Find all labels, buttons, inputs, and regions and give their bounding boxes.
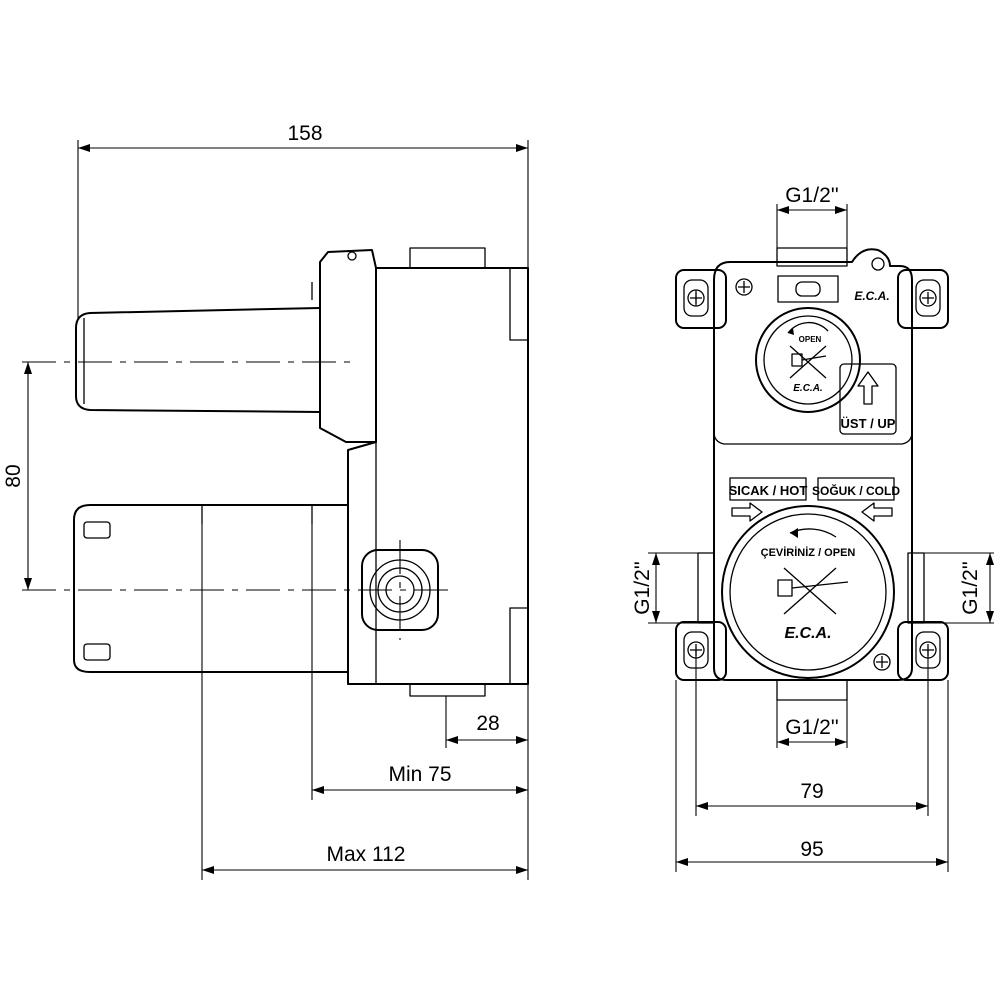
front-plate: [713, 248, 913, 681]
left-pipe: [697, 552, 715, 624]
up-indicator: ÜST / UP: [839, 363, 897, 435]
dim-158-label: 158: [287, 122, 322, 145]
cap-tab-bottom: [83, 643, 111, 661]
dim-80-label: 80: [2, 464, 25, 487]
plate-divider: [713, 431, 913, 445]
bottom-pipe: [776, 679, 848, 701]
upper-collar: [319, 249, 377, 443]
min-wall-marker: [306, 504, 318, 524]
dim-thread-right-label: G1/2'': [959, 561, 982, 615]
hot-label-box: [729, 477, 807, 501]
main-cartridge: ÇEVİRİNİZ / OPEN E.C.A.: [721, 505, 895, 679]
cold-arrow: [861, 502, 893, 522]
turn-open-label: ÇEVİRİNİZ / OPEN: [761, 546, 856, 559]
dim-max112-label: Max 112: [327, 843, 406, 866]
dim-thread-left-label: G1/2'': [631, 561, 654, 615]
mount-ears-top: [675, 269, 949, 329]
dim-95-label: 95: [800, 838, 823, 861]
hot-label: SICAK / HOT: [729, 483, 808, 498]
cold-label: SOĞUK / COLD: [812, 483, 900, 498]
screw-head: [347, 251, 357, 261]
top-latch: [777, 275, 839, 303]
hot-arrow: [731, 502, 763, 522]
open-label-small: OPEN: [799, 335, 822, 344]
bottom-port: [409, 684, 486, 697]
mount-ears-bottom: [675, 621, 949, 681]
top-port: [409, 247, 486, 268]
brand-logo-small: E.C.A.: [793, 383, 822, 394]
right-pipe: [907, 552, 925, 624]
dim-79-label: 79: [800, 780, 823, 803]
dim-thread-top-label: G1/2'': [785, 184, 839, 207]
lower-cap: [73, 504, 349, 673]
cold-label-box: [817, 477, 895, 501]
rear-bracket-top: [509, 268, 528, 341]
upper-handle: [75, 307, 321, 413]
cap-tab-top: [83, 521, 111, 539]
dim-28-label: 28: [476, 712, 499, 735]
max-wall-marker: [196, 504, 208, 524]
brand-logo-large: E.C.A.: [784, 625, 831, 642]
dim-min75-label: Min 75: [388, 763, 451, 786]
latch-knob: [795, 281, 821, 297]
side-view: 158 80 28 Min 75 Max 112: [2, 122, 529, 880]
brand-logo-top: E.C.A.: [854, 289, 889, 303]
rear-bracket-bottom: [509, 607, 528, 684]
upper-cartridge: OPEN E.C.A.: [755, 307, 861, 413]
dim-thread-bottom-label: G1/2'': [785, 716, 839, 739]
up-label: ÜST / UP: [841, 416, 896, 431]
top-pipe: [776, 247, 848, 267]
front-view: E.C.A. OPEN E.C.A. ÜST / UP SICAK / HOT …: [631, 184, 994, 872]
